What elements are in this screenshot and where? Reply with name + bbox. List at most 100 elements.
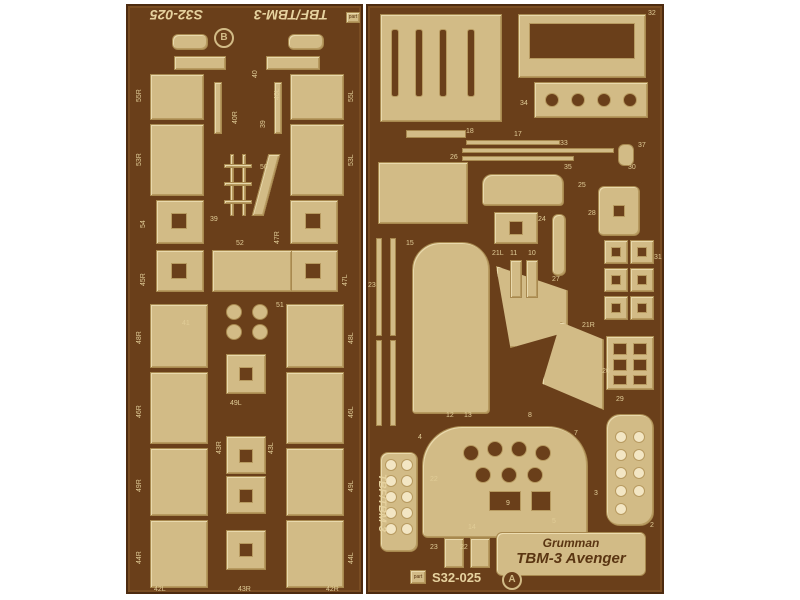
ds-h3 — [385, 475, 397, 487]
lbl-40r: 40R — [232, 111, 239, 124]
part-34-hole-1 — [545, 93, 559, 107]
gauge-3 — [511, 441, 527, 457]
grid-31-c — [604, 268, 628, 292]
lbl-26: 26 — [450, 154, 458, 161]
grid-31-d-hole — [637, 275, 647, 285]
grid-31-e — [604, 296, 628, 320]
p29-h4 — [633, 359, 647, 371]
gauge-2 — [487, 441, 503, 457]
part-34-hole-3 — [597, 93, 611, 107]
part-27 — [552, 214, 566, 276]
spine-panel-4-hole — [239, 543, 253, 557]
fret-a-side-title: TBF/TBM-3 — [376, 474, 388, 533]
lbl-27: 27 — [552, 276, 560, 283]
panel-44r — [150, 520, 208, 588]
spine-panel-2-hole — [239, 449, 253, 463]
fret-b-title: TBF/TBM-3 — [254, 7, 328, 23]
p29-h6 — [633, 375, 647, 385]
part-24 — [494, 212, 538, 244]
dr-h9 — [615, 503, 627, 515]
lbl-42r: 42R — [326, 586, 339, 593]
center-rod-left — [214, 82, 222, 134]
p29-h3 — [613, 359, 627, 371]
lbl-46l: 46L — [348, 406, 355, 418]
panel-47l-b-hole — [305, 263, 321, 279]
lbl-7: 7 — [574, 430, 578, 437]
lbl-50: 50 — [260, 164, 268, 171]
lbl-49l-mid: 49L — [230, 400, 242, 407]
lbl-24: 24 — [538, 216, 546, 223]
part-23-bottom — [444, 538, 464, 568]
plaque-line2: TBM-3 Avenger — [516, 550, 626, 567]
lbl-33: 33 — [560, 140, 568, 147]
dr-h8 — [633, 485, 645, 497]
fret-a-letter-disc: A — [502, 570, 522, 590]
lbl-29: 29 — [616, 396, 624, 403]
panel-46l — [286, 372, 344, 444]
panel-54 — [156, 200, 204, 244]
panel-54-hole — [171, 213, 187, 229]
part-10 — [526, 260, 538, 298]
panel-55l — [290, 74, 344, 120]
lbl-46r: 46R — [136, 405, 143, 418]
dr-h1 — [615, 431, 627, 443]
part-34-hole-2 — [571, 93, 585, 107]
lbl-43r: 43R — [216, 441, 223, 454]
pulley-2 — [252, 304, 268, 320]
lbl-54: 54 — [140, 220, 147, 228]
ds-h10 — [401, 523, 413, 535]
panel-55r — [150, 74, 204, 120]
lbl-43l: 43L — [268, 442, 275, 454]
dr-h2 — [633, 431, 645, 443]
ladder-rung-3 — [224, 200, 252, 204]
lbl-15: 15 — [406, 240, 414, 247]
pulley-3 — [226, 324, 242, 340]
lbl-52: 52 — [236, 240, 244, 247]
lbl-35: 35 — [564, 164, 572, 171]
part-32 — [518, 14, 646, 78]
part-22-bottom — [470, 538, 490, 568]
lbl-47l: 47L — [342, 274, 349, 286]
strip-23-c — [376, 340, 382, 426]
fret-b-logo-text: part — [348, 14, 358, 20]
fret-b: TBF/TBM-3 S32-025 B part 55R 53R 54 45R … — [126, 4, 363, 594]
lbl-10: 10 — [528, 250, 536, 257]
lbl-21r: 21R — [582, 322, 595, 329]
lbl-44l: 44L — [348, 552, 355, 564]
top-strip-left — [174, 56, 226, 70]
lbl-23: 23 — [368, 282, 376, 289]
lbl-14: 14 — [468, 524, 476, 531]
part-34 — [534, 82, 648, 118]
box-part — [378, 162, 468, 224]
part-29-grid — [606, 336, 654, 390]
lbl-55l: 55L — [348, 90, 355, 102]
fret-b-letter-disc: B — [214, 28, 234, 48]
lbl-39: 39 — [260, 120, 267, 128]
grid-31-a — [604, 240, 628, 264]
ds-h5 — [385, 491, 397, 503]
lbl-44r: 44R — [136, 551, 143, 564]
strip-23-a — [376, 238, 382, 336]
lbl-53l: 53L — [348, 154, 355, 166]
lbl-30: 30 — [628, 164, 636, 171]
lbl-40: 40 — [252, 70, 259, 78]
fret-a-logo-text: part — [413, 574, 423, 580]
fret-a-letter: A — [508, 574, 516, 585]
grid-31-e-hole — [611, 303, 621, 313]
strip-26 — [462, 156, 574, 161]
grille-slot-3 — [439, 29, 447, 97]
pulley-1 — [226, 304, 242, 320]
panel-48r — [150, 304, 208, 368]
disc-panel-right — [606, 414, 654, 526]
grid-31-f-hole — [637, 303, 647, 313]
lbl-21l: 21L — [492, 250, 504, 257]
panel-47l-b — [290, 250, 338, 292]
part-24-hole — [509, 221, 523, 235]
top-tab-left — [172, 34, 208, 50]
grid-31-a-hole — [611, 247, 621, 257]
panel-53l — [290, 124, 344, 196]
lbl-20: 20 — [602, 368, 610, 375]
panel-48l — [286, 304, 344, 368]
ds-h8 — [401, 507, 413, 519]
fret-b-code: S32-025 — [150, 7, 203, 23]
